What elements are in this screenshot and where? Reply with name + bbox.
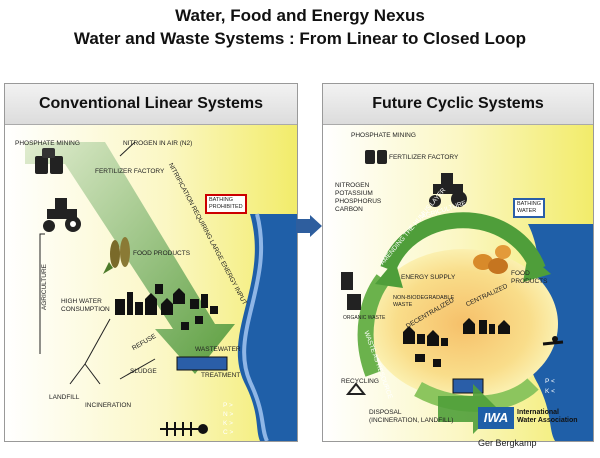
- nutrient-phosphorus: PHOSPHORUS: [335, 198, 382, 205]
- bathing-sign-line1: BATHING: [517, 201, 542, 207]
- high-water-line2: CONSUMPTION: [61, 306, 110, 313]
- bathing-water-sign: BATHING WATER: [513, 198, 546, 218]
- agriculture-label: AGRICULTURE: [41, 264, 48, 311]
- river-code-n: N >: [223, 411, 234, 418]
- river-code-k: K <: [545, 388, 555, 395]
- transition-arrow-icon: [296, 215, 322, 237]
- food-products-line2: PRODUCTS: [511, 278, 548, 285]
- left-heading: Conventional Linear Systems: [5, 84, 297, 125]
- organic-waste-label: ORGANIC WASTE: [343, 315, 386, 321]
- iwa-logo: IWA: [478, 407, 514, 429]
- tractor-icon: [429, 173, 467, 207]
- iwa-name-line1: International: [517, 409, 560, 416]
- corn-icon: [103, 237, 130, 274]
- nutrient-carbon: CARBON: [335, 206, 363, 213]
- phosphate-barrels-icon: [365, 150, 387, 164]
- swimmer-icon: [542, 336, 564, 346]
- disposal-line2: (INCINERATION, LANDFILL): [369, 417, 454, 424]
- nonbio-waste-line1: NON-BIODEGRADABLE: [393, 295, 455, 301]
- town-icon: [115, 284, 218, 330]
- iwa-name-line2: Water Association: [517, 417, 578, 424]
- right-heading: Future Cyclic Systems: [323, 84, 593, 125]
- title-line-1: Water, Food and Energy Nexus: [175, 6, 425, 25]
- town-icon: [403, 318, 510, 367]
- tractor-icon: [43, 198, 81, 232]
- bathing-sign-line1: BATHING: [209, 197, 234, 203]
- sludge-label: SLUDGE: [130, 368, 157, 375]
- river-code-p: P <: [545, 378, 555, 385]
- fertilizer-factory-label: FERTILIZER FACTORY: [389, 154, 459, 161]
- high-water-line1: HIGH WATER: [61, 298, 102, 305]
- nutrient-nitrogen: NITROGEN: [335, 182, 370, 189]
- river-code-k: K >: [223, 420, 233, 427]
- bathing-sign-line2: PROHIBITED: [209, 204, 243, 210]
- nonbio-waste-line2: WASTE: [393, 302, 413, 308]
- recycling-icon: [345, 382, 367, 395]
- phosphate-barrels-icon: [35, 148, 63, 174]
- bathing-prohibited-sign: BATHING PROHIBITED: [205, 194, 247, 214]
- cycle-arrow-left: [357, 274, 390, 377]
- fish-skeleton-icon: [160, 422, 208, 436]
- disposal-line1: DISPOSAL: [369, 409, 402, 416]
- wastewater-label: WASTEWATER: [195, 346, 241, 353]
- treatment-plant-icon: [176, 356, 228, 371]
- food-products-line1: FOOD: [511, 270, 530, 277]
- incineration-label: INCINERATION: [85, 402, 132, 409]
- author-credit: Ger Bergkamp: [478, 438, 537, 448]
- waste-bins-icon: [341, 272, 361, 310]
- nutrient-potassium: POTASSIUM: [335, 190, 373, 197]
- recycling-label: RECYCLING: [341, 378, 379, 385]
- landfill-label: LANDFILL: [49, 394, 80, 401]
- bathing-sign-line2: WATER: [517, 208, 537, 214]
- cycle-arrow-top: [380, 212, 546, 273]
- fertilizer-factory-label: FERTILIZER FACTORY: [95, 168, 165, 175]
- river: [528, 224, 593, 441]
- conventional-linear-panel: Conventional Linear Systems PHOSPHATE MI…: [4, 83, 298, 442]
- title-line-2: Water and Waste Systems : From Linear to…: [73, 29, 527, 48]
- energy-supply-label: ENERGY SUPPLY: [401, 274, 456, 281]
- river-code-c: C >: [223, 429, 234, 436]
- future-cyclic-panel: Future Cyclic Systems PHOSPHATE MINING F…: [322, 83, 594, 442]
- phosphate-mining-label: PHOSPHATE MINING: [351, 132, 416, 139]
- treatment-label: TREATMENT: [201, 372, 241, 379]
- iwa-name: International Water Association: [517, 409, 578, 425]
- food-products-icon: [473, 245, 511, 274]
- river-code-p: P >: [223, 402, 233, 409]
- nutrient-flow-arrow: [25, 142, 235, 374]
- nitrogen-label: NITROGEN IN AIR (N2): [123, 140, 193, 147]
- left-illustration: [5, 124, 297, 441]
- phosphate-mining-label: PHOSPHATE MINING: [15, 140, 80, 147]
- right-illustration: [323, 124, 593, 441]
- food-products-label: FOOD PRODUCTS: [133, 250, 191, 257]
